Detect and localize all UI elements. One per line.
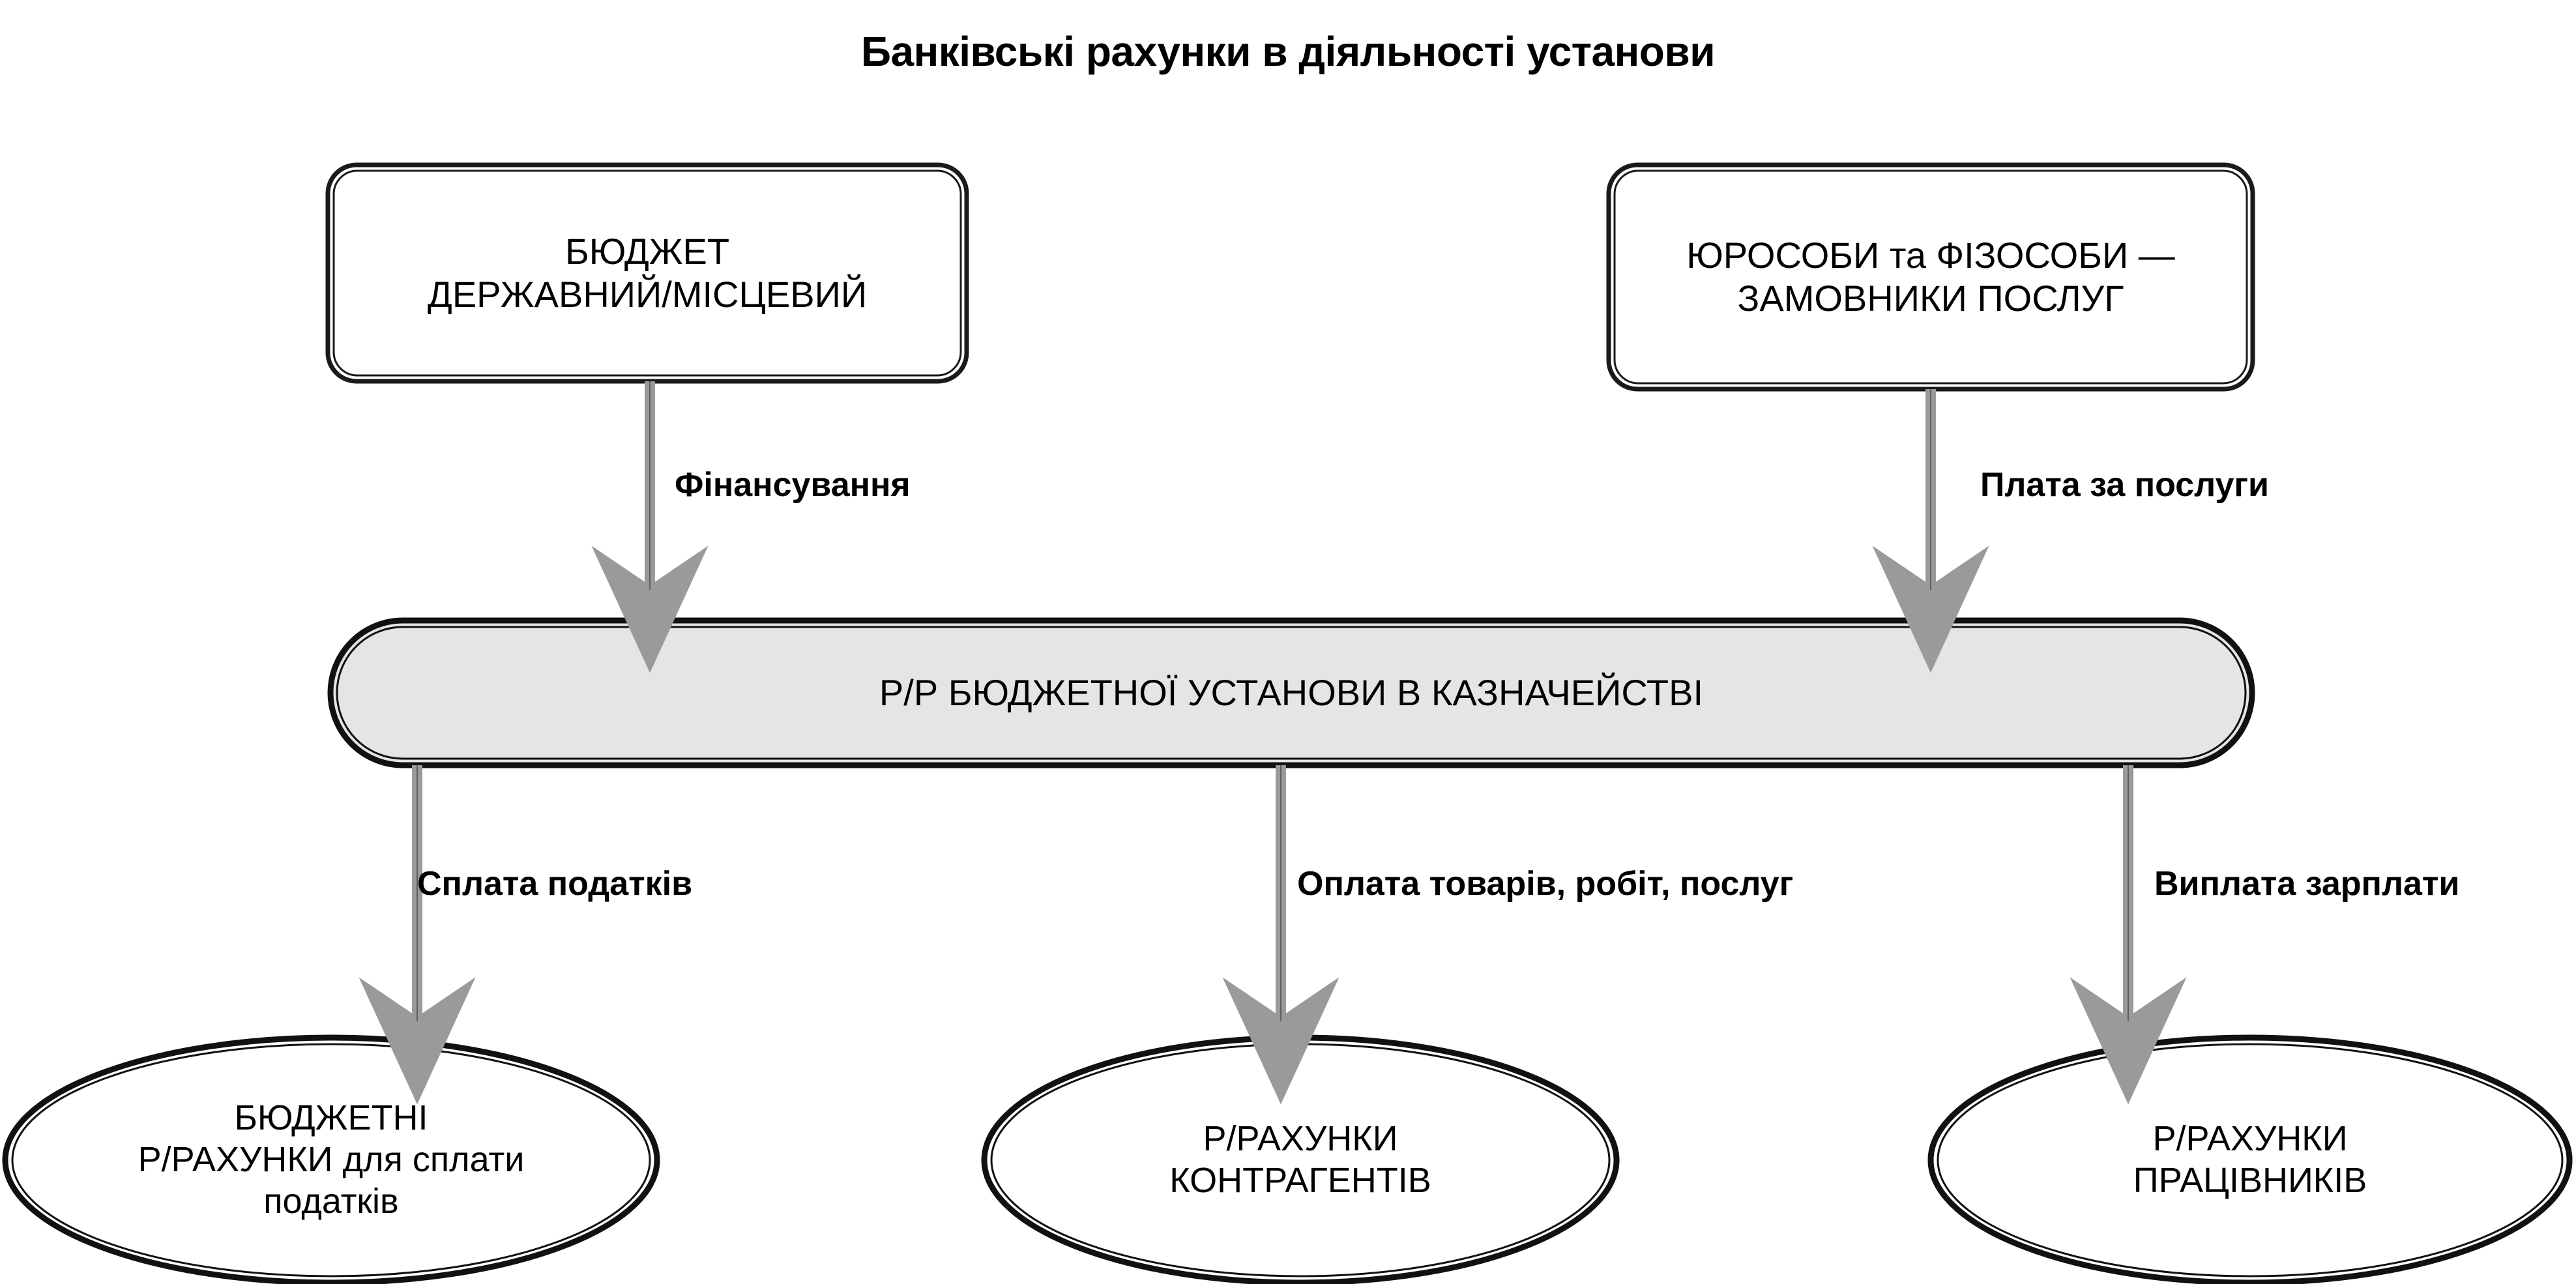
node-target-counterparties-shape[interactable] — [981, 1034, 1620, 1284]
node-central-bar-shape[interactable] — [327, 617, 2255, 768]
edge-label-financing: Фінансування — [675, 466, 911, 504]
edge-label-service-payment: Плата за послуги — [1980, 466, 2269, 504]
node-target-employees-shape[interactable] — [1927, 1034, 2573, 1284]
node-source-right-shape[interactable] — [1606, 162, 2255, 392]
edge-label-salary-payment: Виплата зарплати — [2154, 865, 2460, 903]
page-title: Банківські рахунки в діяльності установи — [860, 28, 1716, 75]
node-source-left-shape[interactable] — [325, 162, 969, 384]
node-target-taxes-shape[interactable] — [2, 1034, 660, 1284]
edge-label-tax-payment: Сплата податків — [417, 865, 693, 903]
edge-label-goods-payment: Оплата товарів, робіт, послуг — [1297, 865, 1794, 903]
